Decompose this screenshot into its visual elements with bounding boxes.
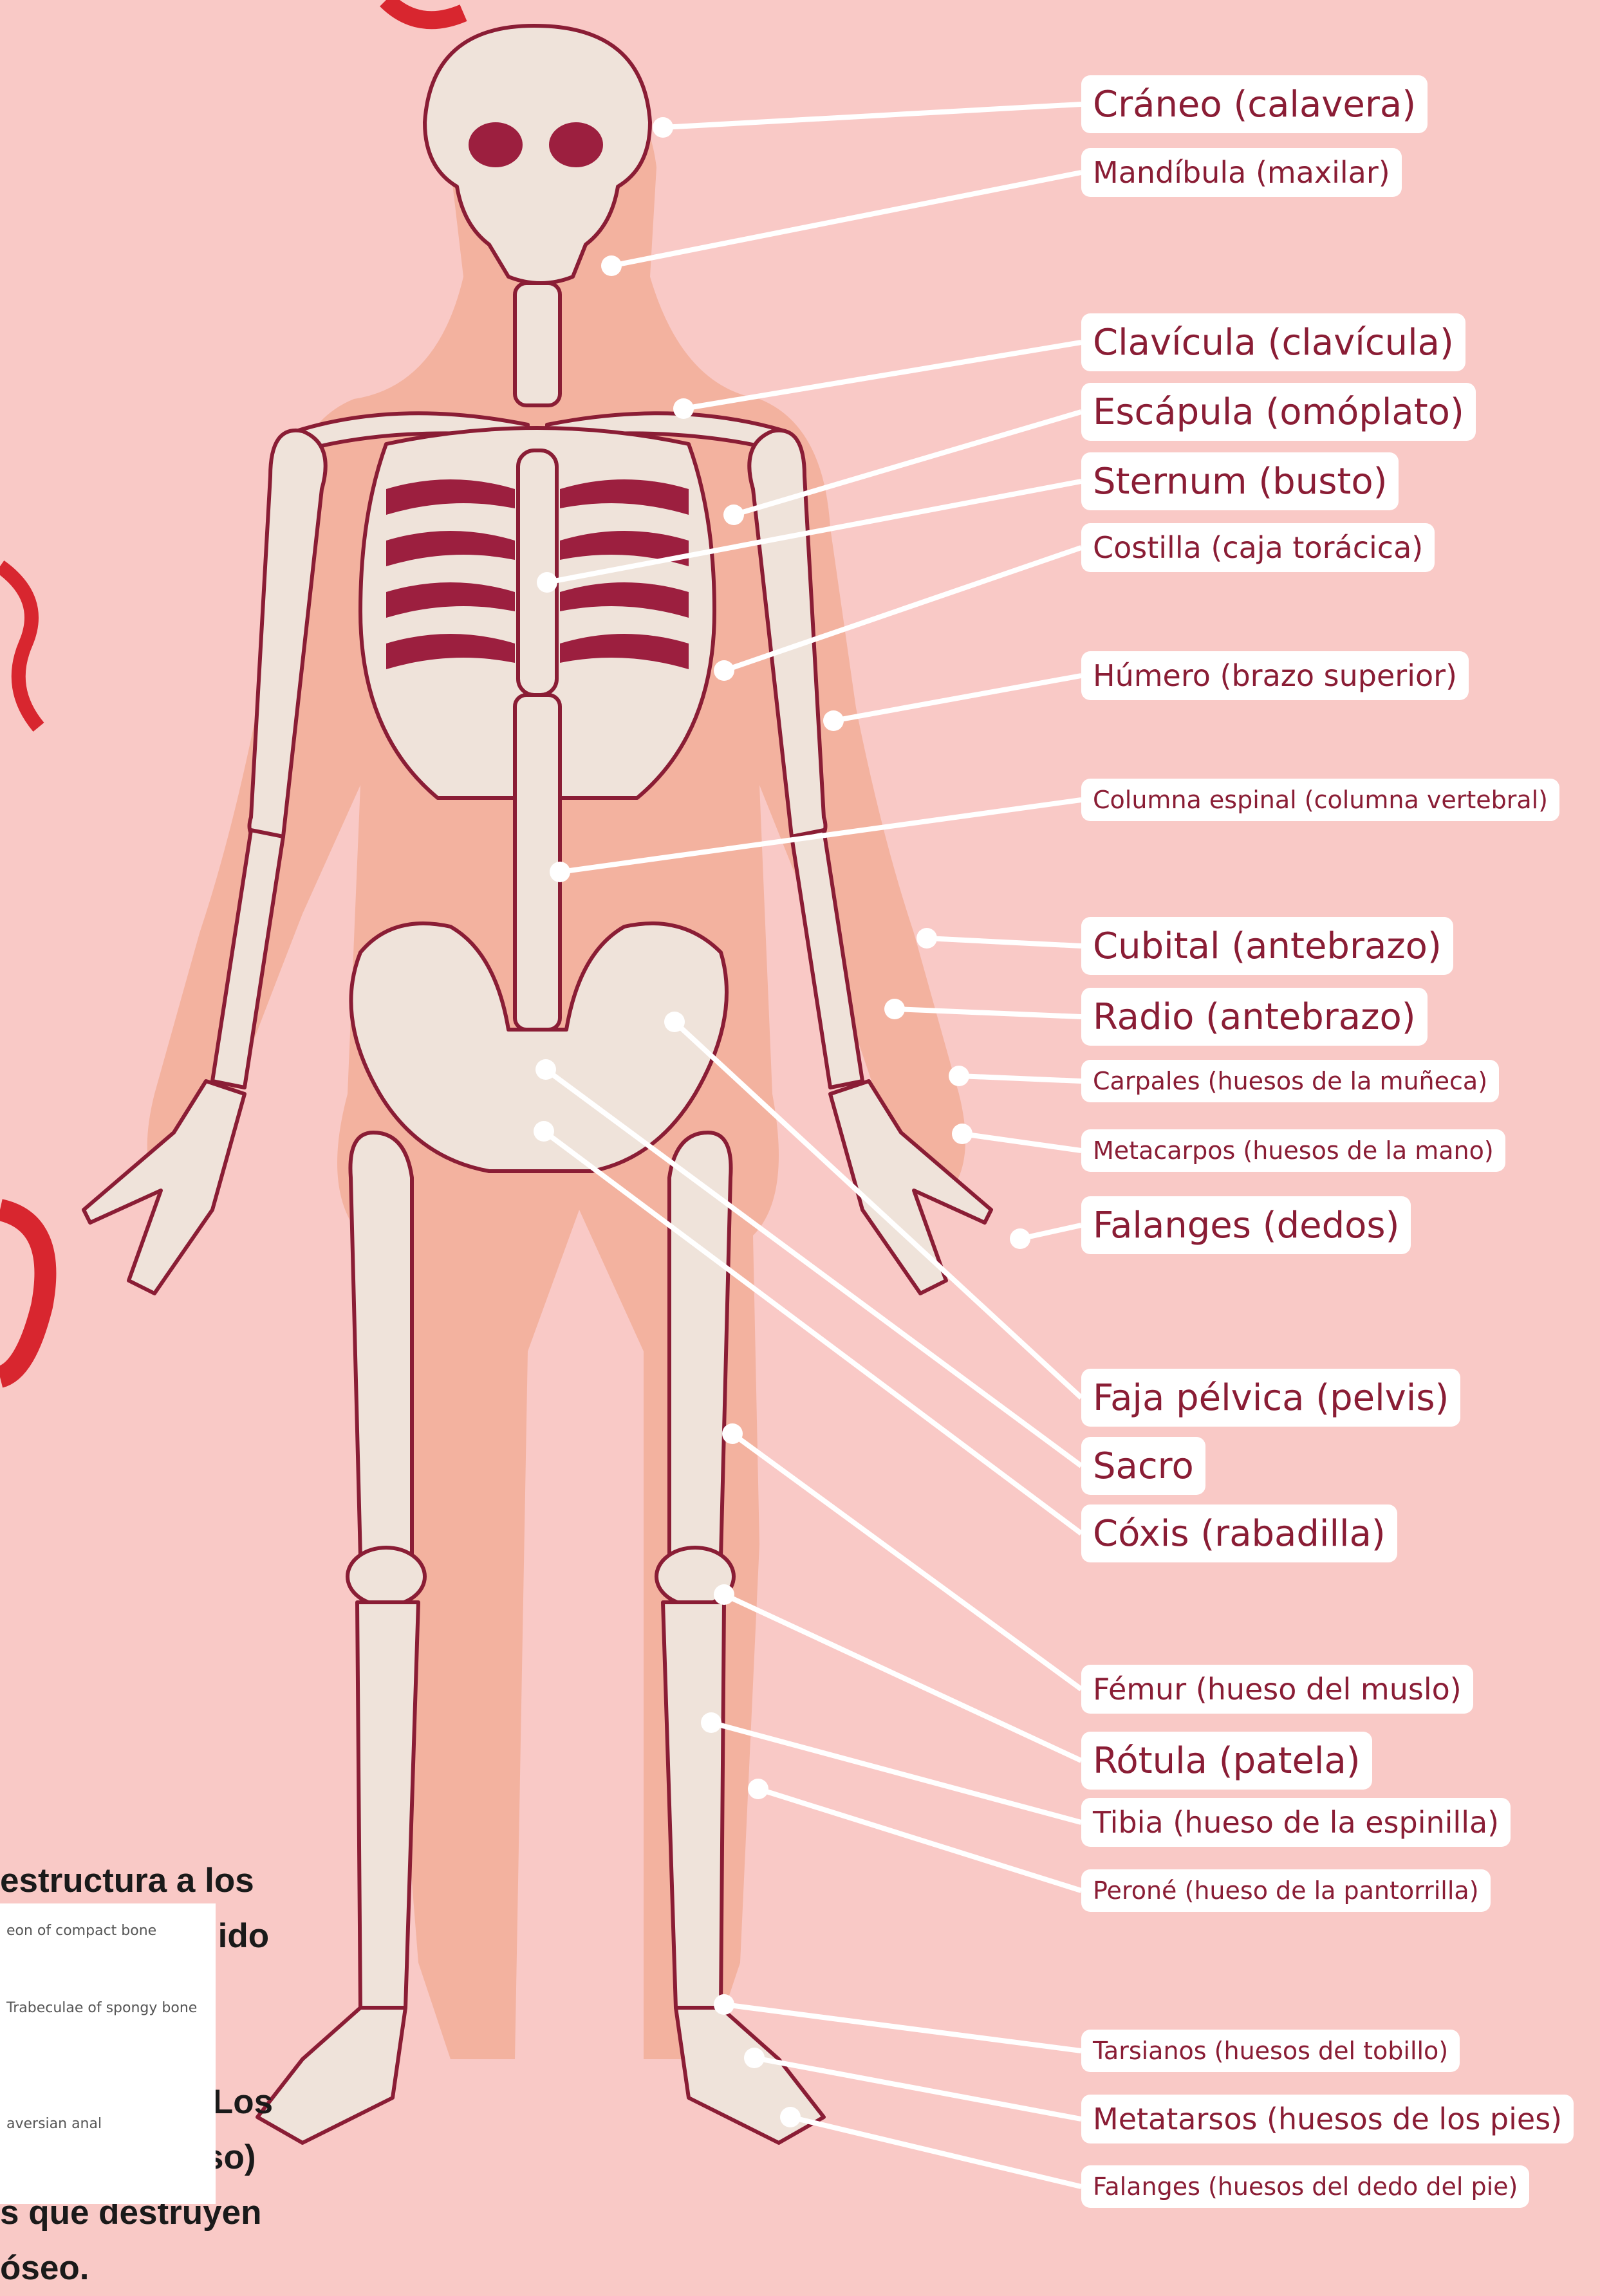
label-tarsianos: Tarsianos (huesos del tobillo) <box>1081 2030 1460 2072</box>
label-columna: Columna espinal (columna vertebral) <box>1081 779 1559 821</box>
leader-dot-cubital <box>916 928 937 949</box>
leader-line-metacarpos <box>962 1134 1081 1151</box>
leader-dot-rotula <box>714 1584 734 1605</box>
label-coxis: Cóxis (rabadilla) <box>1081 1504 1397 1562</box>
femur-right <box>669 1133 731 1557</box>
leader-dot-radio <box>884 999 905 1019</box>
lower-leg-right <box>663 1602 724 2008</box>
leader-dot-sternum <box>537 572 557 593</box>
label-escapula: Escápula (omóplato) <box>1081 383 1476 441</box>
leader-line-perone <box>758 1789 1081 1891</box>
leader-dot-columna <box>550 862 570 882</box>
leader-dot-sacro <box>535 1059 556 1080</box>
foot-right <box>676 2008 824 2143</box>
label-mandibula: Mandíbula (maxilar) <box>1081 148 1402 197</box>
label-faja-pelvica: Faja pélvica (pelvis) <box>1081 1369 1460 1427</box>
label-tibia: Tibia (hueso de la espinilla) <box>1081 1798 1511 1847</box>
leader-line-rotula <box>724 1595 1081 1761</box>
label-rotula: Rótula (patela) <box>1081 1732 1372 1790</box>
leader-dot-metatarsos <box>744 2048 765 2068</box>
leader-dot-faja-pelvica <box>664 1012 685 1032</box>
leader-dot-coxis <box>534 1121 554 1142</box>
leader-dot-clavicula <box>673 398 694 419</box>
leader-dot-craneo <box>653 117 673 138</box>
leader-line-coxis <box>544 1131 1081 1533</box>
leader-line-cubital <box>927 938 1081 946</box>
leader-dot-mandibula <box>601 255 622 276</box>
leader-line-femur <box>732 1434 1081 1689</box>
label-carpales: Carpales (huesos de la muñeca) <box>1081 1060 1499 1102</box>
label-sternum: Sternum (busto) <box>1081 452 1399 510</box>
leader-dot-carpales <box>949 1066 969 1086</box>
leader-line-craneo <box>663 104 1081 127</box>
decorative-red-circle-left <box>0 1210 45 1377</box>
label-sacro: Sacro <box>1081 1437 1205 1495</box>
eye-socket-left <box>469 122 523 167</box>
label-humero: Húmero (brazo superior) <box>1081 651 1469 700</box>
leader-dot-costilla <box>714 660 734 681</box>
inset-label: eon of compact bone <box>6 1923 200 1940</box>
leader-dot-falanges-pie <box>780 2107 801 2127</box>
leader-dot-femur <box>722 1423 743 1444</box>
leader-dot-metacarpos <box>952 1124 972 1144</box>
leader-dot-escapula <box>723 505 744 525</box>
leader-line-tarsianos <box>724 2004 1081 2051</box>
inset-label: aversian anal <box>6 2116 200 2133</box>
label-radio: Radio (antebrazo) <box>1081 988 1428 1046</box>
leader-dot-tibia <box>701 1712 721 1733</box>
eye-socket-right <box>549 122 603 167</box>
label-femur: Fémur (hueso del muslo) <box>1081 1665 1473 1714</box>
femur-left <box>350 1133 412 1557</box>
label-falanges-dedos: Falanges (dedos) <box>1081 1196 1411 1254</box>
leader-dot-tarsianos <box>714 1994 734 2015</box>
leader-line-carpales <box>959 1076 1081 1081</box>
label-costilla: Costilla (caja torácica) <box>1081 523 1435 572</box>
label-perone: Peroné (hueso de la pantorrilla) <box>1081 1869 1491 1912</box>
cervical-vertebrae <box>515 283 560 405</box>
leader-dot-perone <box>748 1779 768 1799</box>
decorative-red-loop-left <box>0 566 39 727</box>
leader-dot-falanges-dedos <box>1010 1228 1030 1249</box>
anatomy-diagram: Cráneo (calavera) Mandíbula (maxilar) Clav… <box>0 0 1600 2204</box>
lower-leg-left <box>357 1602 418 2008</box>
label-craneo: Cráneo (calavera) <box>1081 75 1428 133</box>
leader-line-humero <box>833 676 1081 721</box>
leader-dot-humero <box>823 710 844 731</box>
label-metacarpos: Metacarpos (huesos de la mano) <box>1081 1129 1505 1172</box>
label-cubital: Cubital (antebrazo) <box>1081 917 1453 975</box>
label-falanges-pie: Falanges (huesos del dedo del pie) <box>1081 2165 1529 2208</box>
inset-label: Trabeculae of spongy bone <box>6 2000 200 2017</box>
lumbar-spine <box>515 695 560 1030</box>
leader-line-mandibula <box>611 172 1081 266</box>
label-clavicula: Clavícula (clavícula) <box>1081 313 1465 371</box>
leader-line-clavicula <box>684 342 1081 409</box>
sternum-bone <box>518 450 557 695</box>
leader-line-falanges-pie <box>790 2117 1081 2187</box>
paragraph-line: estructura a los <box>0 1853 322 1909</box>
paragraph-line: óseo. <box>0 2241 322 2296</box>
label-metatarsos: Metatarsos (huesos de los pies) <box>1081 2095 1574 2143</box>
patella-left <box>348 1548 425 1606</box>
decorative-red-arc-top <box>386 0 463 20</box>
